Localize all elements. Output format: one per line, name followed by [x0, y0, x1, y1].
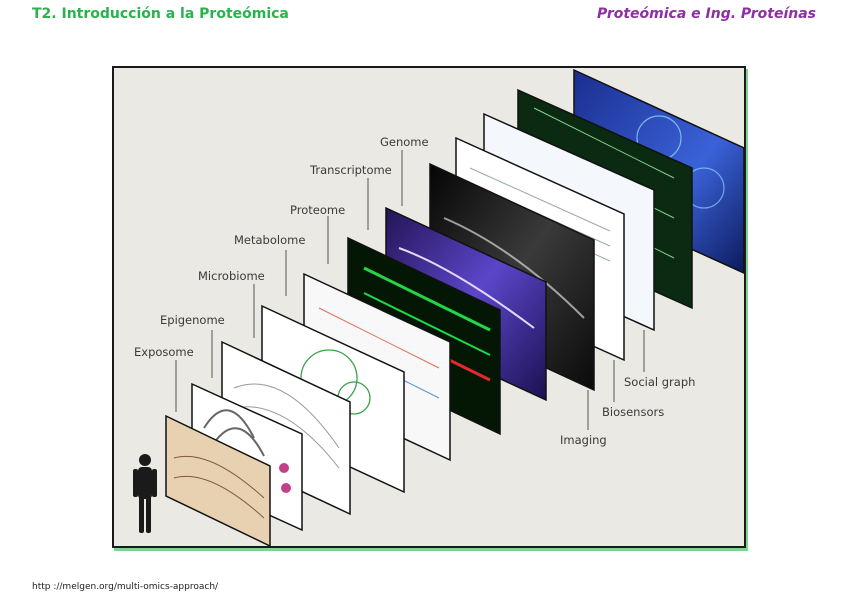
label-social-graph: Social graph [624, 375, 695, 389]
multi-omics-figure: Genome Transcriptome Proteome Metabolome… [112, 66, 746, 548]
source-url: http ://melgen.org/multi-omics-approach/ [32, 582, 219, 592]
label-biosensors: Biosensors [602, 405, 664, 419]
label-metabolome: Metabolome [234, 233, 305, 247]
header-right-title: Proteómica e Ing. Proteínas [596, 6, 816, 22]
label-imaging: Imaging [560, 433, 607, 447]
label-transcriptome: Transcriptome [309, 163, 392, 177]
header-left-title: T2. Introducción a la Proteómica [32, 6, 289, 22]
multi-omics-illustration: Genome Transcriptome Proteome Metabolome… [133, 68, 744, 546]
label-exposome: Exposome [134, 345, 194, 359]
panel-beige-tissue [165, 414, 271, 546]
leader-lines-left [175, 150, 403, 412]
label-epigenome: Epigenome [160, 313, 225, 327]
label-genome: Genome [380, 135, 429, 149]
label-microbiome: Microbiome [198, 269, 265, 283]
human-silhouette-icon [133, 454, 157, 533]
leader-lines-right [587, 330, 645, 430]
label-proteome: Proteome [290, 203, 345, 217]
